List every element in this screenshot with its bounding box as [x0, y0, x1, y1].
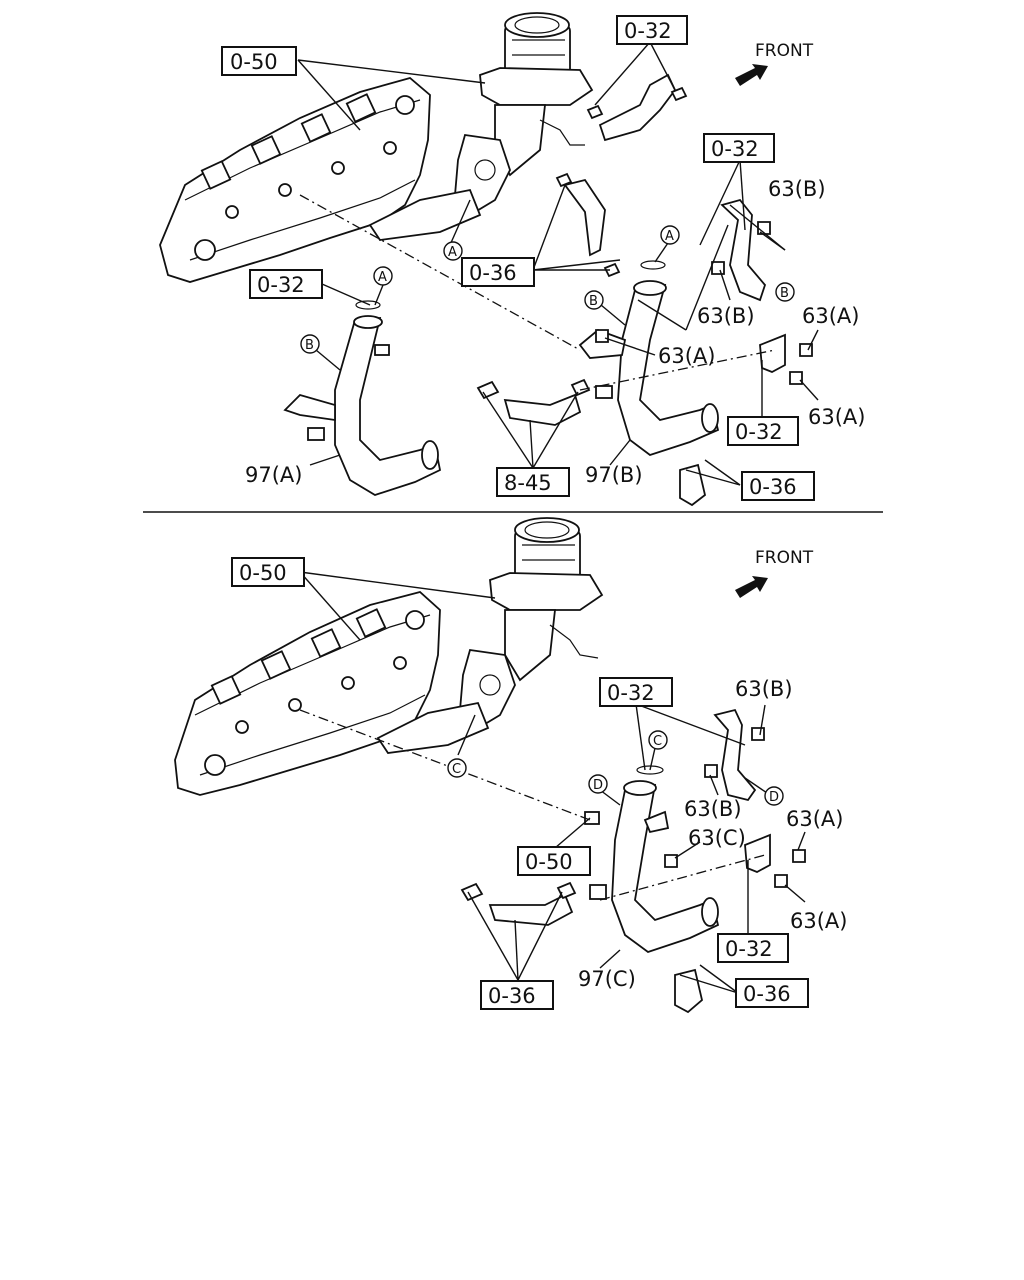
- svg-text:B: B: [780, 286, 789, 301]
- egr-valve-top: [368, 12, 594, 241]
- svg-text:0-36: 0-36: [488, 984, 536, 1008]
- part-label-97c: 97(C): [578, 967, 636, 991]
- ref-box-032-bottom-1[interactable]: 0-32: [599, 677, 673, 707]
- part-label-63b-top-1: 63(B): [768, 177, 826, 201]
- ref-box-036-top-2[interactable]: 0-36: [741, 471, 815, 501]
- part-label-63a-top-1: 63(A): [802, 304, 859, 328]
- svg-text:B: B: [589, 294, 598, 309]
- hose-8-45: [503, 393, 582, 426]
- svg-text:C: C: [653, 734, 662, 749]
- marker-a-top-3: A: [373, 266, 393, 286]
- pipe-97c: [584, 780, 720, 954]
- bolt-63b-c: [751, 727, 765, 741]
- part-label-63b-top-2: 63(B): [697, 304, 755, 328]
- front-label-bottom: FRONT: [755, 548, 814, 568]
- svg-text:0-36: 0-36: [743, 982, 791, 1006]
- pipe-97b: [578, 280, 720, 457]
- ref-box-050-top[interactable]: 0-50: [221, 46, 297, 76]
- svg-text:8-45: 8-45: [504, 471, 552, 495]
- svg-text:A: A: [448, 245, 457, 260]
- part-label-63b-bottom-2: 63(B): [684, 797, 742, 821]
- svg-text:D: D: [593, 778, 603, 793]
- svg-text:0-36: 0-36: [749, 475, 797, 499]
- part-label-63a-bottom-1: 63(A): [786, 807, 843, 831]
- marker-a-top-2: A: [660, 225, 680, 245]
- bolt-63b-d: [704, 764, 718, 778]
- clamp-bottom-top: [679, 463, 707, 507]
- bracket-63a-top: [759, 333, 786, 373]
- bracket-63b-top: [720, 198, 767, 302]
- hose-center: [563, 178, 606, 257]
- marker-b-top-3: B: [300, 334, 320, 354]
- bolt-63a-b: [789, 371, 803, 385]
- clamp-top-1: [586, 104, 604, 120]
- ref-box-036-top-1[interactable]: 0-36: [461, 257, 535, 287]
- part-label-97b: 97(B): [585, 463, 643, 487]
- front-arrow-bottom: [735, 576, 768, 598]
- hose-top-right: [598, 73, 677, 142]
- ref-box-050-bottom-2[interactable]: 0-50: [517, 846, 591, 876]
- bolt-63b-b: [711, 261, 725, 275]
- part-label-63c: 63(C): [688, 826, 746, 850]
- ref-box-036-bottom-1[interactable]: 0-36: [480, 980, 554, 1010]
- svg-text:A: A: [378, 270, 387, 285]
- bolt-63a-c: [595, 329, 609, 343]
- bolt-63a-d: [792, 849, 806, 863]
- clamp-bottom-bottom: [674, 968, 704, 1014]
- ref-box-036-bottom-2[interactable]: 0-36: [735, 978, 809, 1008]
- egr-valve-bottom: [376, 517, 604, 754]
- svg-text:0-50: 0-50: [239, 561, 287, 585]
- svg-text:0-36: 0-36: [469, 261, 517, 285]
- svg-text:B: B: [305, 338, 314, 353]
- front-arrow-top: [735, 64, 768, 86]
- bolt-63c: [664, 854, 678, 868]
- part-label-63a-top-3: 63(A): [808, 405, 865, 429]
- svg-text:D: D: [769, 790, 779, 805]
- ref-box-032-top-2[interactable]: 0-32: [703, 133, 775, 163]
- part-label-97a: 97(A): [245, 463, 302, 487]
- bracket-63a-bottom: [744, 833, 771, 873]
- svg-text:0-50: 0-50: [230, 50, 278, 74]
- ref-box-032-top-3[interactable]: 0-32: [249, 269, 323, 299]
- svg-text:0-32: 0-32: [735, 420, 783, 444]
- clamp-center-2: [603, 262, 621, 278]
- front-label-top: FRONT: [755, 41, 814, 61]
- marker-c-bottom-1: C: [447, 758, 467, 778]
- ref-box-032-top-1[interactable]: 0-32: [616, 15, 688, 45]
- svg-text:0-32: 0-32: [607, 681, 655, 705]
- clamp-845-2: [570, 378, 591, 397]
- svg-text:C: C: [452, 762, 461, 777]
- part-label-63a-bottom-2: 63(A): [790, 909, 847, 933]
- marker-c-bottom-2: C: [648, 730, 668, 750]
- clamp-hose-bottom-1: [460, 882, 484, 902]
- marker-b-top-2: B: [775, 282, 795, 302]
- top-section: FRONT 0-50 0-32 0-32 0-36 0-32 0-32: [159, 12, 865, 507]
- part-label-63b-bottom-1: 63(B): [735, 677, 793, 701]
- exhaust-manifold-bottom: [174, 591, 441, 796]
- exhaust-manifold-top: [159, 77, 431, 283]
- ref-box-845-top[interactable]: 8-45: [496, 467, 570, 497]
- pipe-97a: [283, 315, 442, 496]
- ref-box-032-bottom-2[interactable]: 0-32: [717, 933, 789, 963]
- marker-a-top-1: A: [443, 241, 463, 261]
- hose-bottom: [488, 893, 574, 926]
- svg-text:0-32: 0-32: [711, 137, 759, 161]
- marker-b-top-1: B: [584, 290, 604, 310]
- marker-d-bottom-2: D: [764, 786, 784, 806]
- ref-box-050-bottom-1[interactable]: 0-50: [231, 557, 305, 587]
- marker-d-bottom-1: D: [588, 774, 608, 794]
- bracket-63b-bottom: [713, 708, 757, 802]
- ref-box-032-top-4[interactable]: 0-32: [727, 416, 799, 446]
- clamp-center-1: [555, 172, 573, 188]
- svg-text:0-32: 0-32: [725, 937, 773, 961]
- part-label-63a-top-2: 63(A): [658, 344, 715, 368]
- svg-text:0-32: 0-32: [624, 19, 672, 43]
- clamp-845-1: [476, 380, 500, 400]
- svg-text:0-32: 0-32: [257, 273, 305, 297]
- bottom-section: FRONT 0-50 0-32 0-50 0-32 0-36 0-36 63(B…: [174, 517, 847, 1014]
- svg-text:A: A: [665, 229, 674, 244]
- svg-text:0-50: 0-50: [525, 850, 573, 874]
- clamp-top-2: [670, 86, 688, 102]
